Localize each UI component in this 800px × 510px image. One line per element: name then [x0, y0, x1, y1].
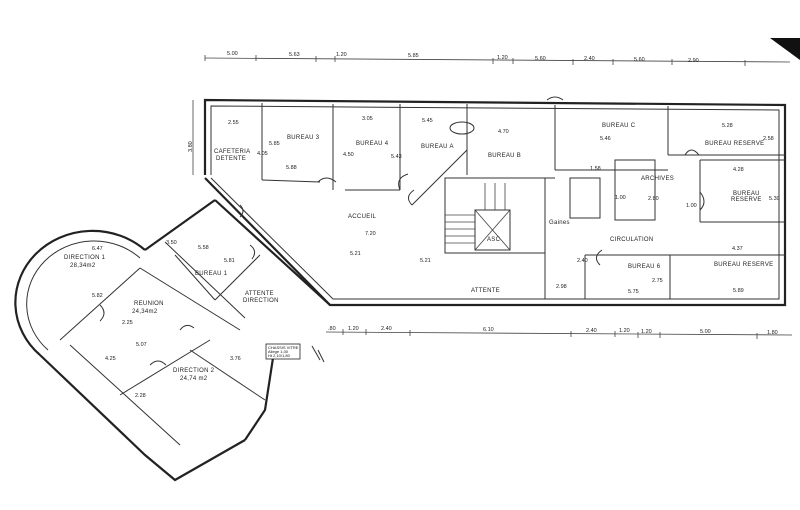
- room-bureau-reserve-3: BUREAU RESERVE: [714, 262, 773, 268]
- room-direction-2-area: 24,74 m2: [180, 376, 208, 382]
- dim-label: 1.20: [348, 326, 359, 332]
- room-labels: CAFETERIA DETENTE BUREAU 3 BUREAU 4 BURE…: [64, 123, 773, 382]
- room-gaines: Gaines: [549, 220, 570, 226]
- dim-label: 5.00: [227, 51, 238, 57]
- dim-label: 4.50: [343, 152, 354, 158]
- dim-label: 5.85: [408, 53, 419, 59]
- left-wing-walls: [14, 199, 331, 482]
- dim-label: 7.20: [365, 231, 376, 237]
- top-dimension-line: 5.00 5.63 1.20 5.85 1.20 5.60 2.40 5.60 …: [204, 51, 791, 66]
- dim-label: 5.75: [628, 289, 639, 295]
- dim-label: 2.58: [763, 136, 774, 142]
- dim-label-left: 3.80: [188, 141, 194, 152]
- room-direction-1: DIRECTION 1: [64, 255, 106, 261]
- main-block-walls: [203, 96, 787, 307]
- dim-label: 2.55: [228, 120, 239, 126]
- room-cafeteria: CAFETERIA: [214, 149, 250, 155]
- note-line: Allege 1,00: [268, 349, 289, 354]
- dim-label: 5.89: [733, 288, 744, 294]
- dim-label: 2.90: [688, 58, 699, 64]
- dim-label: 6.10: [483, 327, 494, 333]
- room-bureau-reserve-2-sub: RESERVE: [731, 197, 762, 203]
- dim-label: 4.28: [733, 167, 744, 173]
- room-attente-direction-sub: DIRECTION: [243, 298, 279, 304]
- dim-label: 2.40: [381, 326, 392, 332]
- dim-label: 1.20: [497, 55, 508, 61]
- room-direction-1-area: 28,34m2: [70, 263, 96, 269]
- dim-label: 4.37: [732, 246, 743, 252]
- dim-label: 1.80: [767, 330, 778, 336]
- room-attente: ATTENTE: [471, 288, 500, 294]
- room-bureau-6: BUREAU 6: [628, 264, 661, 270]
- dim-label: 5.45: [422, 118, 433, 124]
- north-arrow-mark: [311, 345, 325, 363]
- room-archives: ARCHIVES: [641, 176, 674, 182]
- dim-label: 5.63: [289, 52, 300, 58]
- room-bureau-1: BUREAU 1: [195, 271, 228, 277]
- dim-label: 5.88: [286, 165, 297, 171]
- window-note: CHASSIS VITRE Allege 1,00 Ht 2,10/1,80: [265, 343, 301, 360]
- room-elevator: ASC: [487, 237, 501, 243]
- dim-label: 1.00: [686, 203, 697, 209]
- room-bureau-a: BUREAU A: [421, 144, 454, 150]
- dim-label: 1.20: [336, 52, 347, 58]
- dim-label: 3.05: [362, 116, 373, 122]
- room-bureau-c: BUREAU C: [602, 123, 636, 129]
- dim-label: 2.28: [135, 393, 146, 399]
- scan-shadow: [770, 38, 800, 60]
- dim-label: 5.46: [600, 136, 611, 142]
- room-direction-2: DIRECTION 2: [173, 368, 215, 374]
- dim-label: 5.07: [136, 342, 147, 348]
- room-bureau-3: BUREAU 3: [287, 135, 320, 141]
- dim-label: 5.21: [420, 258, 431, 264]
- dim-label: 5.43: [391, 154, 402, 160]
- dim-label: 5.00: [700, 329, 711, 335]
- room-reunion: REUNION: [134, 301, 164, 307]
- dim-label: 2.98: [556, 284, 567, 290]
- room-circulation: CIRCULATION: [610, 237, 654, 243]
- dim-label: 1.20: [641, 329, 652, 335]
- bottom-dimension-line: .80 1.20 2.40 6.10 2.40 1.20 1.20 5.00 1…: [325, 326, 793, 339]
- note-line: Ht 2,10/1,80: [268, 353, 291, 358]
- room-bureau-4: BUREAU 4: [356, 141, 389, 147]
- dim-label: 4.25: [105, 356, 116, 362]
- room-bureau-reserve-2: BUREAU: [733, 191, 760, 197]
- dim-label: 2.40: [586, 328, 597, 334]
- dim-label: 3.76: [230, 356, 241, 362]
- dim-label: 5.58: [198, 245, 209, 251]
- room-cafeteria-sub: DETENTE: [216, 156, 246, 162]
- dim-label: .80: [328, 326, 336, 332]
- dim-label: 5.60: [634, 57, 645, 63]
- dim-label: 2.40: [577, 258, 588, 264]
- dim-label: 1.00: [615, 195, 626, 201]
- dim-label: 6.47: [92, 246, 103, 252]
- dim-label: 2.40: [584, 56, 595, 62]
- note-line: CHASSIS VITRE: [268, 345, 299, 350]
- dim-label: 5.85: [269, 141, 280, 147]
- dim-label: 5.82: [92, 293, 103, 299]
- dim-label: 5.30: [769, 196, 780, 202]
- room-dimensions: 2.55 4.05 5.85 5.88 3.05 4.50 5.43 5.45 …: [92, 116, 780, 399]
- room-reunion-area: 24,34m2: [132, 309, 158, 315]
- dim-label: 5.28: [722, 123, 733, 129]
- dim-label: 3.50: [166, 240, 177, 246]
- dim-label: 4.05: [257, 151, 268, 157]
- room-bureau-b: BUREAU B: [488, 153, 521, 159]
- room-attente-direction: ATTENTE: [245, 291, 274, 297]
- dim-label: 4.70: [498, 129, 509, 135]
- room-bureau-reserve-1: BUREAU RESERVE: [705, 141, 764, 147]
- room-accueil: ACCUEIL: [348, 214, 376, 220]
- dim-label: 2.75: [652, 278, 663, 284]
- dim-label: 1.58: [590, 166, 601, 172]
- dim-label: 5.21: [350, 251, 361, 257]
- dim-label: 2.25: [122, 320, 133, 326]
- dim-label: 5.60: [535, 56, 546, 62]
- dim-label: 1.20: [619, 328, 630, 334]
- dim-label: 2.80: [648, 196, 659, 202]
- dim-label: 5.81: [224, 258, 235, 264]
